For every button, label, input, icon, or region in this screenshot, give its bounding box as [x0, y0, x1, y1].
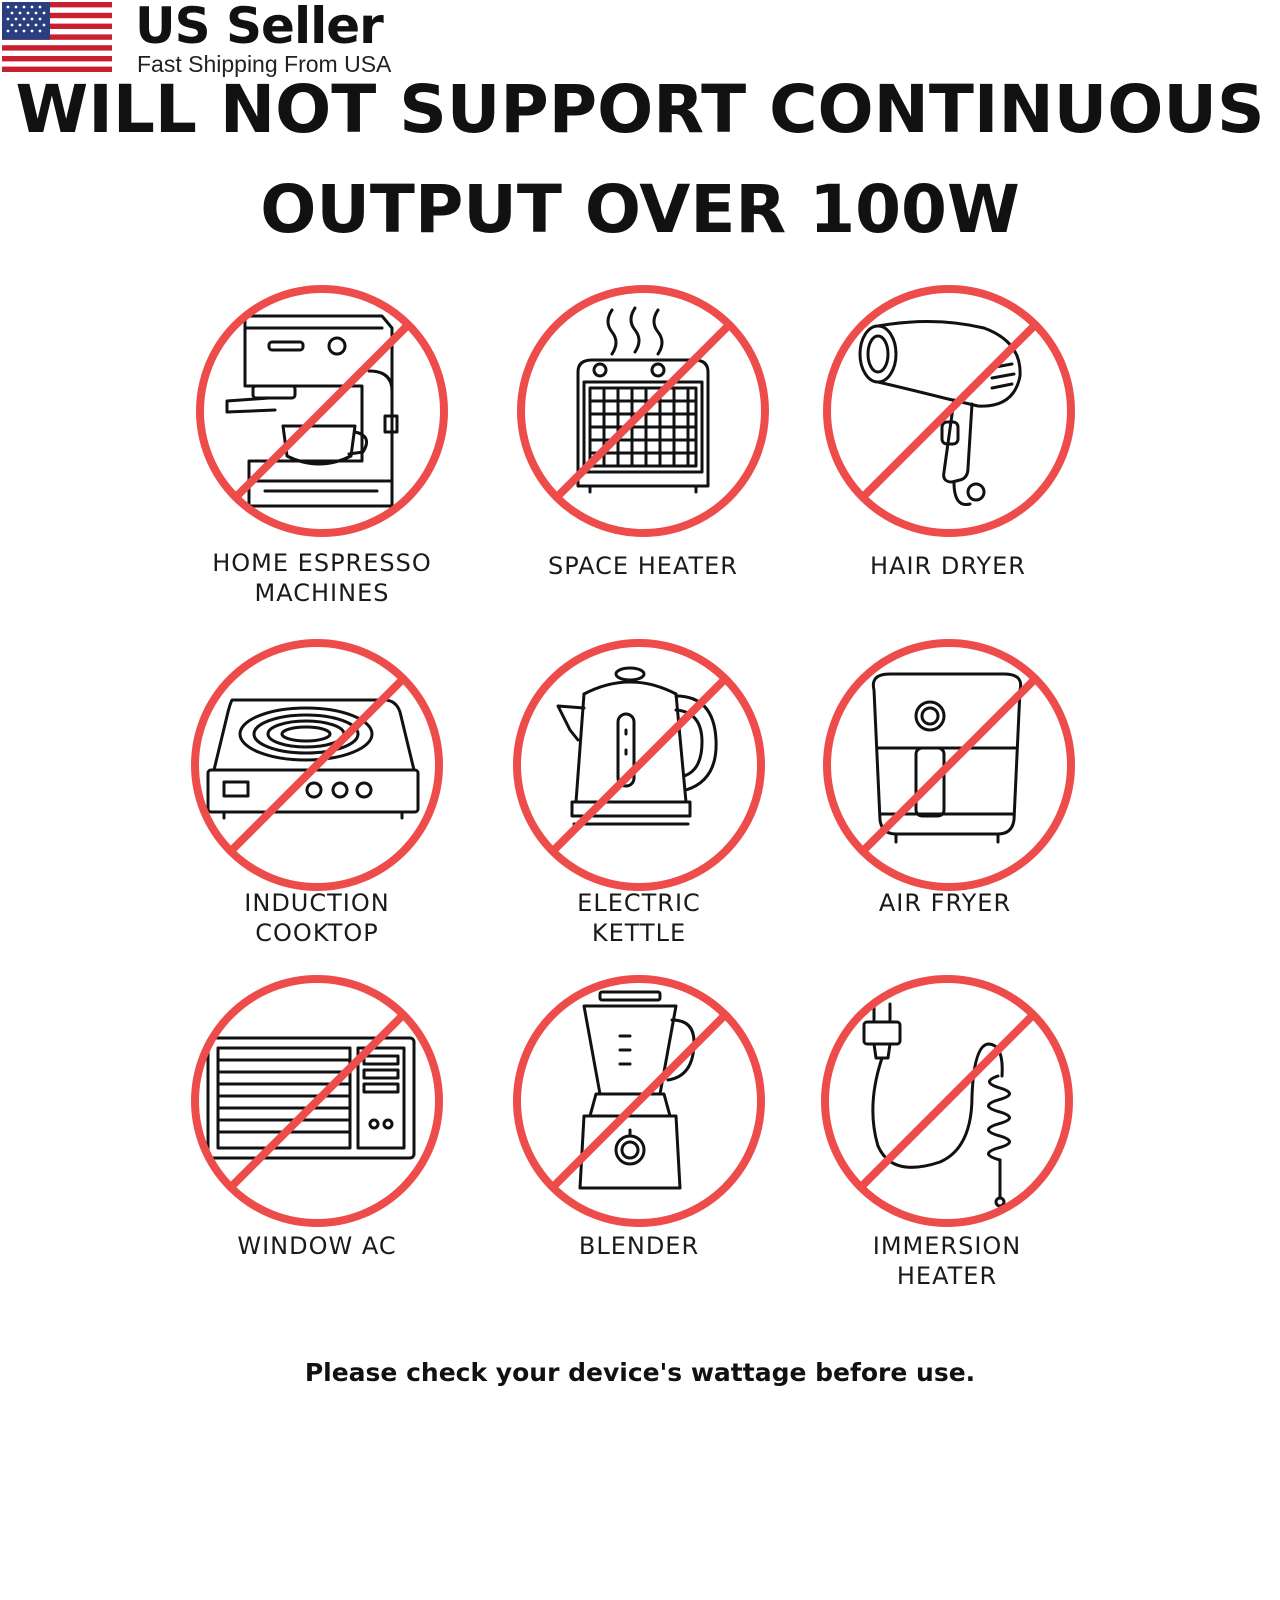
page-title: WILL NOT SUPPORT CONTINUOUS OUTPUT OVER … — [0, 60, 1280, 260]
appliance-label: AIR FRYER — [878, 889, 1012, 917]
electric-kettle-icon — [513, 639, 765, 891]
appliance-label: HAIR DRYER — [870, 552, 1026, 580]
hair-dryer-icon — [823, 285, 1075, 537]
immersion-heater-icon — [821, 975, 1073, 1227]
us-seller-badge: US Seller Fast Shipping From USA — [0, 0, 440, 77]
appliance-label: HOME ESPRESSO MACHINES — [212, 549, 432, 607]
appliance-label: BLENDER — [578, 1232, 700, 1260]
seller-subtitle: Fast Shipping From USA — [137, 51, 392, 77]
wattage-note: Please check your device's wattage befor… — [304, 1358, 976, 1387]
blender-icon — [513, 975, 765, 1227]
space-heater-icon — [517, 285, 769, 537]
appliance-label: SPACE HEATER — [548, 552, 738, 580]
espresso-machine-icon — [196, 285, 448, 537]
page-title-line-2: OUTPUT OVER 100W — [260, 171, 1020, 248]
induction-cooktop-icon — [191, 639, 443, 891]
seller-title: US Seller — [135, 0, 384, 55]
window-ac-icon — [191, 975, 443, 1227]
appliance-label: INDUCTION COOKTOP — [244, 889, 390, 947]
appliance-label: IMMERSION HEATER — [872, 1232, 1022, 1290]
appliance-label: ELECTRIC KETTLE — [577, 889, 701, 947]
air-fryer-icon — [823, 639, 1075, 891]
page-title-line-1: WILL NOT SUPPORT CONTINUOUS — [15, 71, 1265, 148]
us-flag-icon — [2, 2, 112, 72]
appliance-label: WINDOW AC — [237, 1232, 397, 1260]
